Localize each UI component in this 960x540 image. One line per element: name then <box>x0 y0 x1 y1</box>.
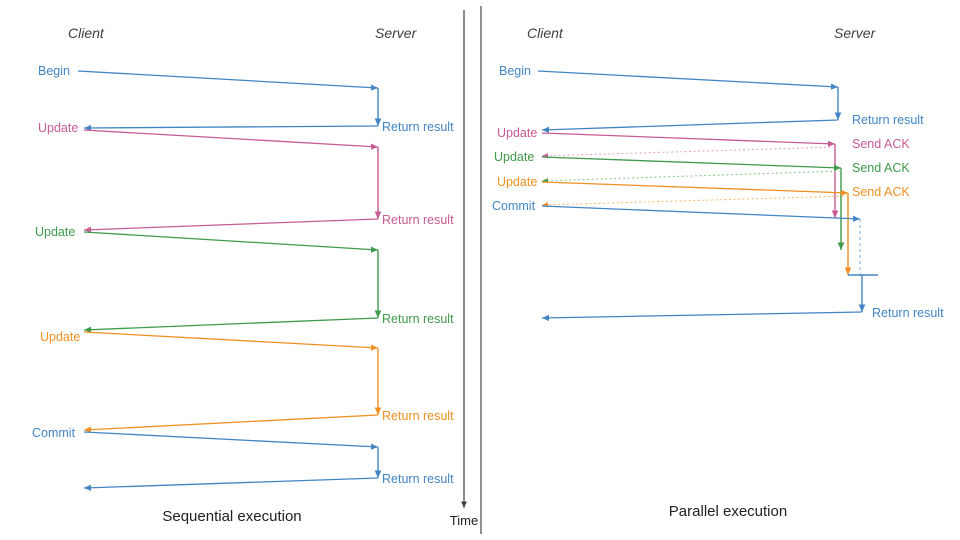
message-label-seq-upd1: Update <box>38 121 78 135</box>
message-arrow-par-ack2 <box>541 170 842 184</box>
message-label-par-begin: Begin <box>499 64 531 78</box>
message-arrow-seq-begin <box>77 70 379 91</box>
lane-title-server-sequential: Server <box>375 25 418 41</box>
message-label-par-ack1: Send ACK <box>852 137 910 151</box>
message-label-seq-upd3: Update <box>40 330 80 344</box>
message-label-par-commit: Commit <box>492 199 536 213</box>
message-arrow-par-ack3 <box>541 195 849 208</box>
message-arrow-seq-upd2-ret <box>83 317 379 333</box>
message-label-seq-commit-ret: Return result <box>382 472 454 486</box>
message-arrow-seq-upd3 <box>83 331 379 351</box>
lane-title-server-parallel: Server <box>834 25 877 41</box>
message-label-seq-upd3-ret: Return result <box>382 409 454 423</box>
message-arrow-par-begin <box>537 70 839 90</box>
message-arrow-par-upd1 <box>541 132 836 147</box>
message-arrow-seq-commit-ret <box>83 477 379 491</box>
message-label-par-upd3: Update <box>497 175 537 189</box>
message-arrow-seq-upd3-ret <box>83 414 379 433</box>
message-label-seq-begin: Begin <box>38 64 70 78</box>
message-arrow-seq-upd2 <box>83 231 379 253</box>
message-label-seq-begin-ret: Return result <box>382 120 454 134</box>
panel-caption-sequential: Sequential execution <box>162 508 301 525</box>
message-label-par-upd1: Update <box>497 126 537 140</box>
message-arrow-par-commit <box>541 205 861 222</box>
message-arrow-par-ack1 <box>541 146 836 159</box>
message-arrow-par-commit-ret <box>541 311 863 321</box>
message-arrow-par-upd2 <box>541 156 842 171</box>
message-arrow-par-upd3 <box>541 181 849 196</box>
lane-title-client-sequential: Client <box>68 25 105 41</box>
panel-caption-parallel: Parallel execution <box>669 503 787 520</box>
message-label-par-ack2: Send ACK <box>852 161 910 175</box>
message-arrow-seq-begin-ret <box>83 124 379 132</box>
message-label-seq-upd1-ret: Return result <box>382 213 454 227</box>
message-arrow-seq-upd1-ret <box>83 218 379 233</box>
message-arrow-seq-upd1 <box>83 129 379 150</box>
message-label-seq-commit: Commit <box>32 426 76 440</box>
message-arrow-seq-commit <box>83 431 379 450</box>
message-label-par-commit-ret: Return result <box>872 306 944 320</box>
message-label-seq-upd2: Update <box>35 225 75 239</box>
message-label-par-upd2: Update <box>494 150 534 164</box>
message-arrow-par-begin-ret <box>541 119 839 133</box>
lane-title-client-parallel: Client <box>527 25 564 41</box>
time-axis-label: Time <box>450 513 478 528</box>
message-label-seq-upd2-ret: Return result <box>382 312 454 326</box>
message-label-par-ack3: Send ACK <box>852 185 910 199</box>
message-label-par-begin-ret: Return result <box>852 113 924 127</box>
